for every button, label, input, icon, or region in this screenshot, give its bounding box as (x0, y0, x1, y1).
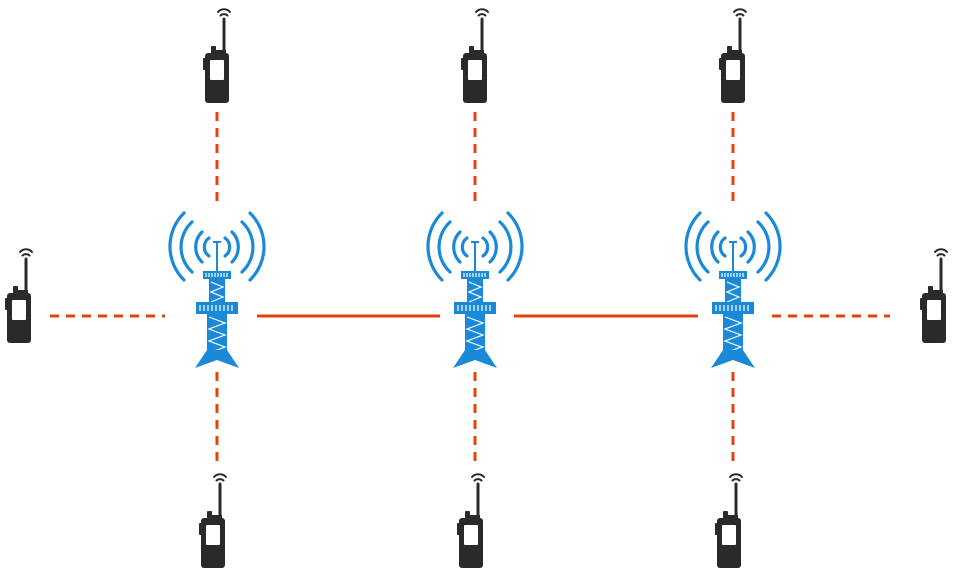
walkie-talkie-icon (198, 473, 227, 569)
walkie-talkie-icon (714, 473, 743, 569)
walkie-talkie-icon (919, 248, 948, 344)
towers (168, 211, 782, 370)
walkie-talkie-icon (718, 8, 747, 104)
radio-tower-icon (684, 211, 782, 370)
walkie-talkie-icon (4, 248, 33, 344)
radio-tower-icon (426, 211, 524, 370)
radio-tower-icon (168, 211, 266, 370)
walkie-talkie-icon (202, 8, 231, 104)
walkie-talkie-icon (456, 473, 485, 569)
links (50, 112, 890, 468)
walkie-talkie-icon (460, 8, 489, 104)
